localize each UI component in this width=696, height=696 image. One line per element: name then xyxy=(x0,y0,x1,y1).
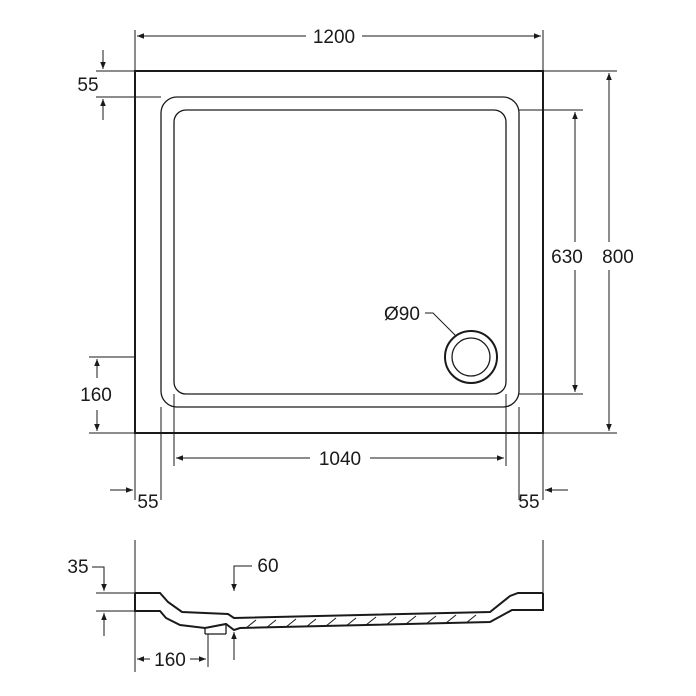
dim-waste-distance: 160 xyxy=(137,634,209,671)
dim-rim-left: 55 xyxy=(110,407,162,513)
dim-rim-top: 55 xyxy=(77,50,161,120)
waste-outlet-inner xyxy=(451,337,491,377)
support-ribs xyxy=(245,614,477,629)
label-800: 800 xyxy=(602,247,634,268)
label-diameter-90: Ø90 xyxy=(384,304,420,325)
label-1040: 1040 xyxy=(319,449,361,470)
label-630: 630 xyxy=(551,247,583,268)
dim-rim-right: 55 xyxy=(518,407,568,513)
waste-outlet-outer xyxy=(444,330,498,384)
basin-inner-edge xyxy=(173,109,507,395)
dim-overall-width: 1200 xyxy=(134,27,544,71)
basin-outer-edge xyxy=(160,96,520,408)
label-60: 60 xyxy=(257,556,278,577)
label-55-right: 55 xyxy=(518,492,539,513)
waste-diameter-callout: Ø90 xyxy=(384,304,457,337)
label-55-left: 55 xyxy=(137,492,158,513)
dim-inner-depth: 630 xyxy=(519,109,583,395)
label-55-top: 55 xyxy=(77,75,98,96)
dim-rim-height: 35 xyxy=(67,557,135,636)
label-160-plan: 160 xyxy=(80,385,112,406)
section-view: 35 60 160 xyxy=(67,540,544,672)
dim-waste-offset: 160 xyxy=(80,356,135,434)
plan-view: 1200 800 630 55 xyxy=(77,27,633,513)
dim-overall-depth: 800 xyxy=(543,70,634,434)
tray-profile-top xyxy=(135,592,543,620)
tray-outline xyxy=(134,70,544,434)
dim-inner-width: 1040 xyxy=(173,394,507,470)
label-1200: 1200 xyxy=(313,27,355,48)
label-35: 35 xyxy=(67,557,88,578)
dim-tray-height: 60 xyxy=(231,556,279,660)
label-160-section: 160 xyxy=(154,650,186,671)
